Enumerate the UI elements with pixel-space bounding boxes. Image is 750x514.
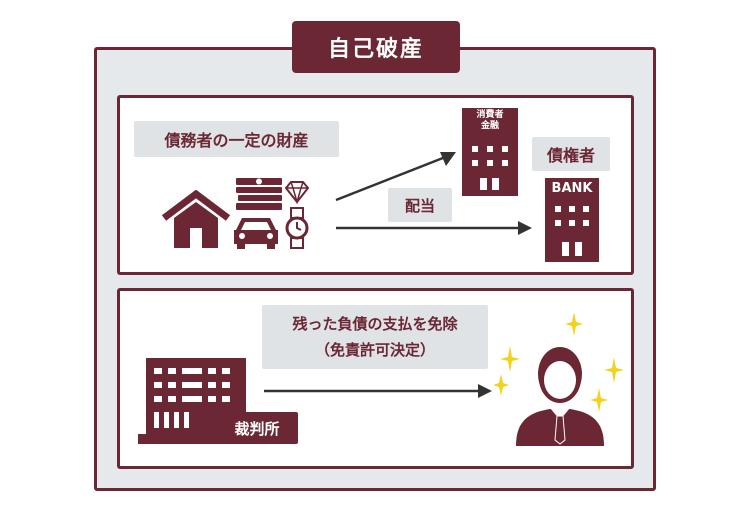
businessman-icon	[516, 347, 604, 446]
car-icon	[234, 218, 278, 249]
bank-building-label: BANK	[551, 181, 593, 196]
money-stack-icon	[236, 178, 282, 210]
sparkle-icon	[493, 374, 509, 396]
discharge-arrow	[264, 384, 492, 398]
sparkle-icon	[590, 388, 608, 412]
creditor-label: 債権者	[532, 137, 610, 171]
court-label: 裁判所	[216, 412, 298, 444]
debtor-property-label: 債務者の一定の財産	[134, 121, 339, 157]
sparkle-icon	[604, 357, 624, 383]
discharge-label: 残った負債の支払を免除 （免責許可決定）	[262, 305, 488, 369]
dividend-arrows	[335, 152, 532, 235]
bank-building-icon	[545, 178, 599, 262]
lender-building-label: 消費者 金融	[476, 110, 504, 131]
sparkle-icon	[500, 346, 520, 372]
house-icon	[161, 190, 231, 248]
sparkle-icon	[565, 312, 583, 336]
diamond-icon	[284, 181, 310, 204]
dividend-label: 配当	[388, 188, 452, 222]
discharge-line1: 残った負債の支払を免除	[292, 315, 458, 333]
diagram-title: 自己破産	[292, 21, 460, 73]
discharge-line2: （免責許可決定）	[314, 341, 435, 359]
lender-building-icon	[462, 108, 518, 196]
watch-icon	[285, 207, 309, 249]
